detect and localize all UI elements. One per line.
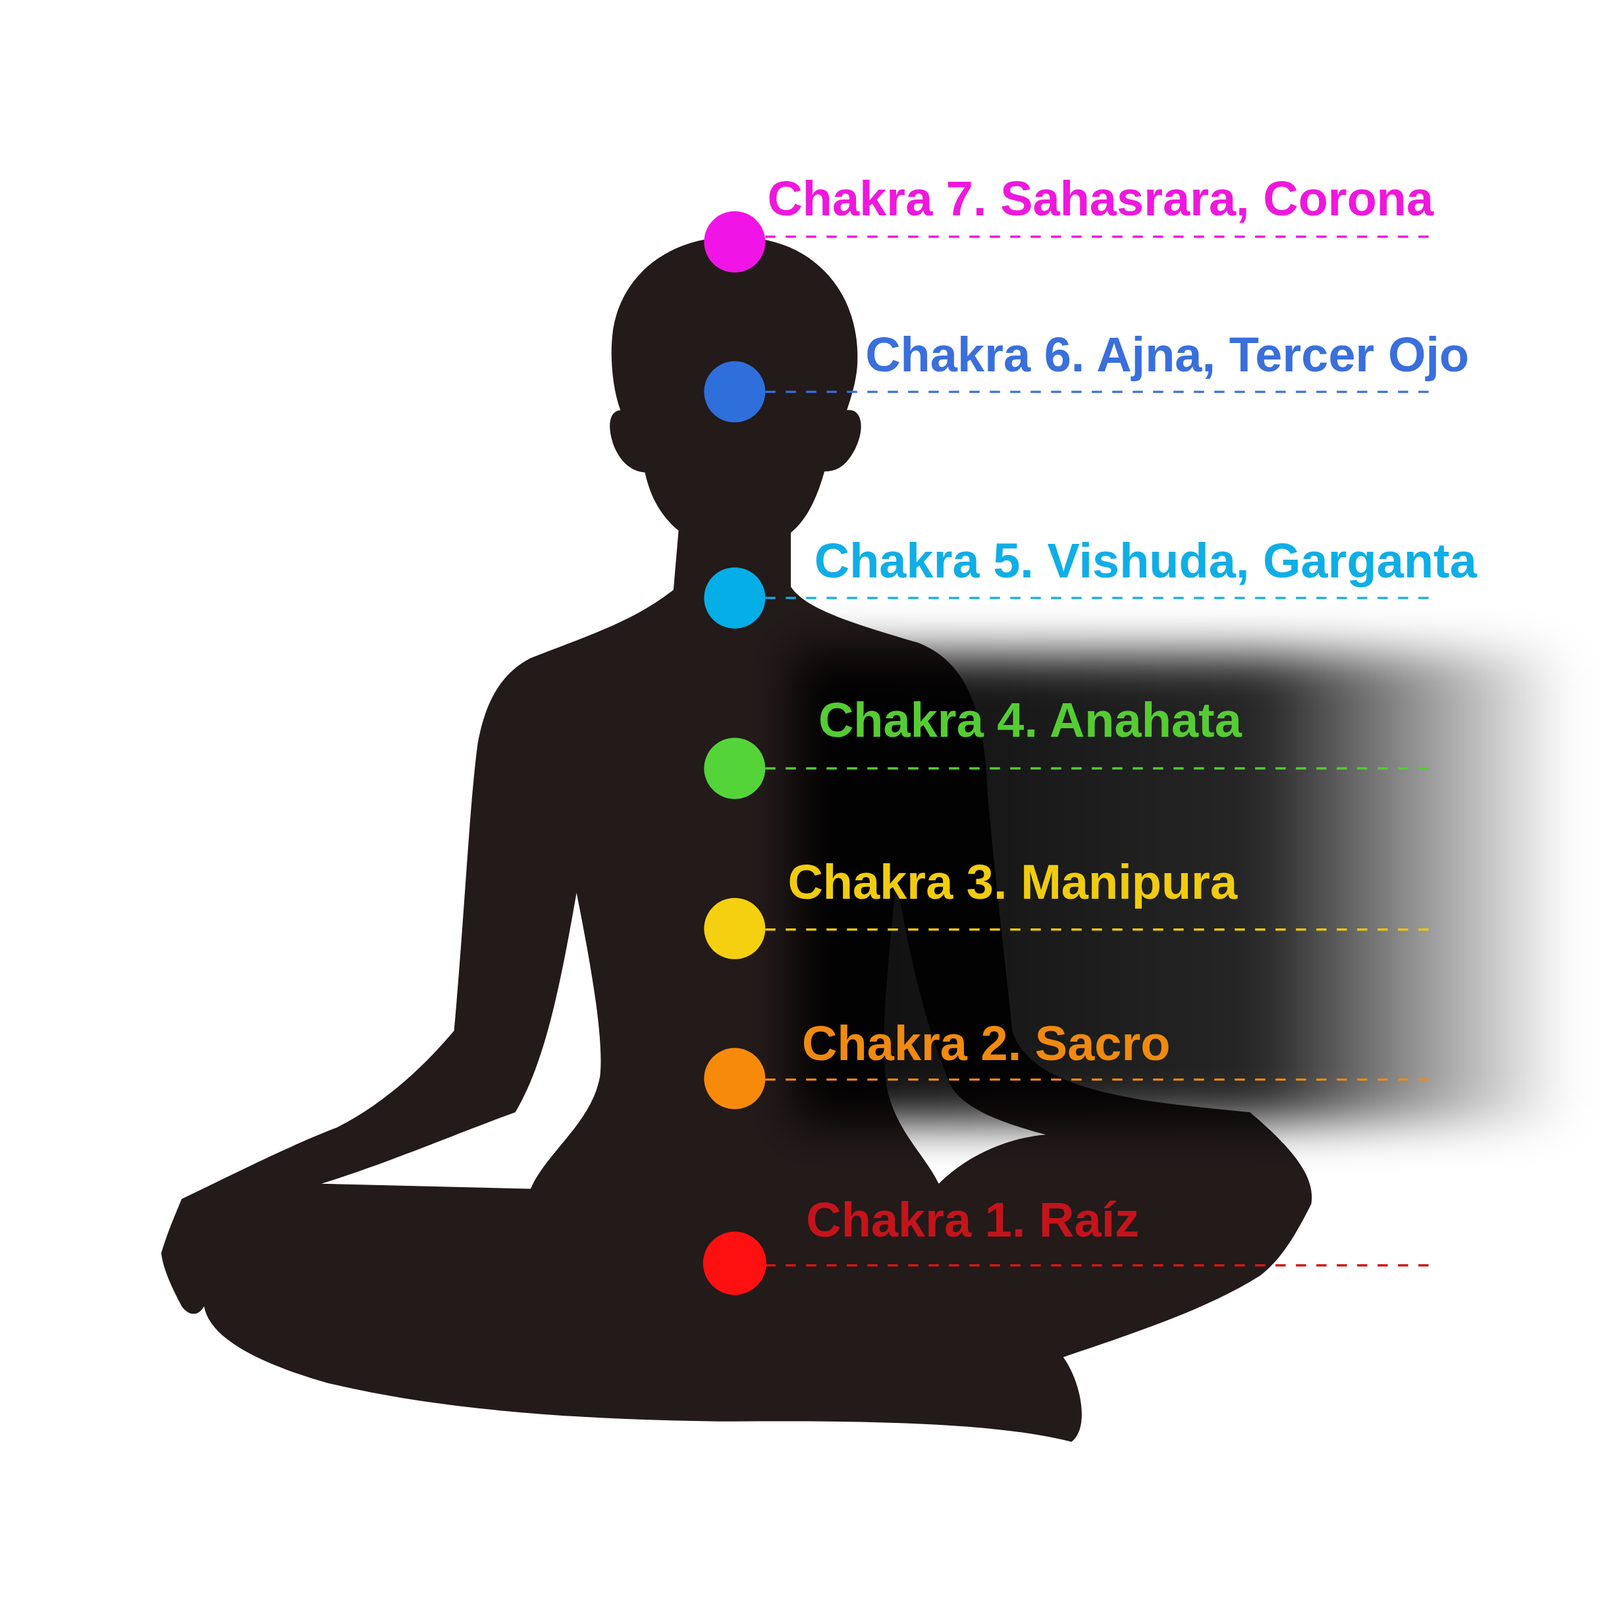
chakra-dot (703, 898, 766, 960)
chakra-label: Chakra 7. Sahasrara, Corona (767, 169, 1434, 229)
leader-line (765, 596, 1437, 599)
leader-line (765, 1078, 1437, 1081)
chakra-dot (703, 361, 766, 423)
leader-line (765, 235, 1437, 238)
chakra-dot (703, 1048, 766, 1110)
leader-lines (765, 237, 1437, 1266)
chakra-label: Chakra 2. Sacro (801, 1014, 1171, 1074)
chakra-label: Chakra 6. Ajna, Tercer Ojo (865, 325, 1469, 385)
chakra-label: Chakra 4. Anahata (818, 691, 1242, 750)
chakra-dot (703, 567, 766, 629)
chakra-label: Chakra 3. Manipura (787, 853, 1238, 912)
chakra-label: Chakra 1. Raíz (805, 1191, 1140, 1250)
chakra-dots (703, 211, 767, 1296)
chakra-dot (703, 1231, 767, 1296)
chakra-label: Chakra 5. Vishuda, Garganta (814, 532, 1477, 591)
arm-gap-left (321, 892, 601, 1189)
leader-line (765, 767, 1437, 770)
leader-line (765, 928, 1437, 931)
chakra-dot (703, 211, 766, 273)
leader-line (765, 390, 1437, 393)
chakra-dot (703, 737, 766, 799)
leader-line (765, 1264, 1437, 1267)
